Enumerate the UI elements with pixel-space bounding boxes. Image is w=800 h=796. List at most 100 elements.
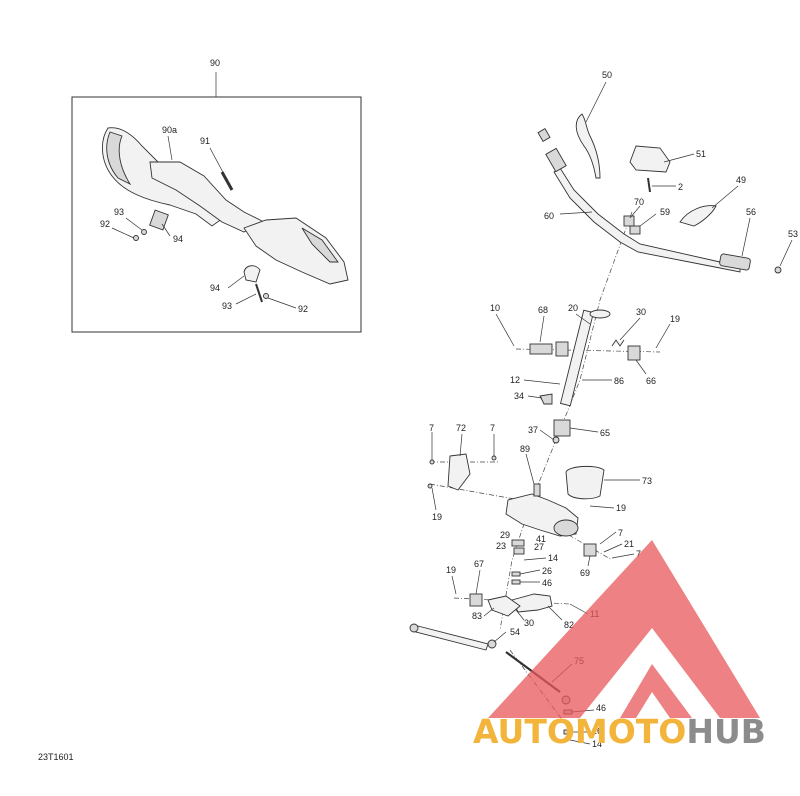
leader-34 — [527, 395, 543, 399]
seal-27 — [513, 547, 525, 555]
leader-19d — [451, 575, 457, 595]
leader-72 — [459, 433, 463, 457]
callout-53: 53 — [788, 229, 798, 239]
leader-89 — [525, 453, 535, 485]
leader-11 — [569, 603, 589, 615]
leader-56 — [741, 217, 751, 257]
callout-93b: 93 — [222, 301, 232, 311]
callout-19d: 19 — [446, 565, 456, 575]
bolt-7a — [429, 459, 435, 465]
bracket-72 — [447, 453, 471, 491]
watermark-text-left: AUTOMOTO — [473, 712, 687, 751]
callout-91: 91 — [200, 136, 210, 146]
callout-68: 68 — [538, 305, 548, 315]
leader-53 — [779, 239, 793, 267]
clamp-70 — [623, 215, 635, 227]
leader-7c — [599, 531, 617, 545]
handlebar-60 — [553, 167, 741, 273]
leader-50 — [585, 81, 607, 123]
leader-92a — [111, 227, 135, 239]
callout-30b: 30 — [524, 618, 534, 628]
bar-end-53 — [774, 266, 782, 274]
watermark-triangle-icon — [488, 540, 760, 718]
callout-30a: 30 — [636, 307, 646, 317]
bracket-34 — [539, 393, 553, 405]
leader-49 — [711, 185, 739, 209]
callout-65: 65 — [600, 428, 610, 438]
leader-14b — [569, 739, 591, 745]
callout-94b: 94 — [210, 283, 220, 293]
callout-72: 72 — [456, 423, 466, 433]
leader-68 — [539, 315, 545, 343]
leader-59 — [639, 213, 657, 227]
handguard-50 — [575, 113, 601, 179]
callout-12: 12 — [510, 375, 520, 385]
steering-column-86 — [559, 309, 595, 407]
leader-51 — [663, 153, 695, 163]
leader-7d — [611, 553, 635, 559]
callout-92b: 92 — [298, 304, 308, 314]
leader-94b — [227, 275, 245, 289]
clamp-59 — [629, 225, 641, 235]
bar-end-left — [537, 128, 551, 142]
clamp-94-right — [243, 265, 261, 283]
callout-37: 37 — [528, 425, 538, 435]
column-top-plate — [589, 309, 611, 319]
callout-46b: 46 — [596, 703, 606, 713]
callout-59: 59 — [660, 207, 670, 217]
callout-7a: 7 — [429, 423, 434, 433]
clamp-94-left — [149, 209, 169, 231]
callout-70: 70 — [634, 197, 644, 207]
callout-14b: 14 — [592, 739, 602, 749]
clamp-68b — [555, 341, 569, 357]
leader-12 — [523, 379, 561, 385]
leader-26a — [519, 569, 541, 575]
callout-69: 69 — [580, 568, 590, 578]
leader-93b — [235, 293, 257, 305]
spring-30 — [611, 339, 625, 347]
grip-left — [545, 147, 567, 173]
pin-2 — [647, 177, 651, 193]
bolt-19b — [427, 483, 433, 489]
callout-41: 41 — [536, 534, 546, 544]
cover-73 — [565, 465, 605, 500]
leader-94a — [161, 223, 171, 237]
leader-37 — [539, 429, 555, 441]
callout-90a: 90a — [162, 125, 177, 135]
leader-69 — [587, 555, 591, 567]
callout-2: 2 — [678, 182, 683, 192]
callout-26b: 26 — [592, 726, 602, 736]
callout-27: 27 — [534, 542, 544, 552]
leader-93a — [125, 217, 143, 231]
callout-20: 20 — [568, 303, 578, 313]
leader-30b — [515, 609, 525, 621]
leader-65 — [569, 427, 599, 433]
callout-66: 66 — [646, 376, 656, 386]
washer-37 — [552, 436, 560, 444]
bolt-93-right — [255, 283, 263, 303]
callout-19c: 19 — [616, 503, 626, 513]
leader-90a — [167, 135, 173, 161]
leader-83 — [483, 607, 495, 617]
callout-89: 89 — [520, 444, 530, 454]
callout-82: 82 — [564, 620, 574, 630]
callout-54: 54 — [510, 627, 520, 637]
leader-82 — [547, 605, 563, 621]
watermark-logo — [488, 540, 760, 718]
callout-86: 86 — [614, 376, 624, 386]
handguard-right-inner — [301, 227, 339, 263]
callout-7c: 7 — [618, 528, 623, 538]
callout-19a: 19 — [670, 314, 680, 324]
grip-right-56 — [719, 253, 751, 271]
callout-19b: 19 — [432, 512, 442, 522]
leader-30a — [619, 317, 641, 341]
leader-21 — [603, 543, 623, 553]
callout-26a: 26 — [542, 566, 552, 576]
callout-60: 60 — [544, 211, 554, 221]
handguard-49 — [679, 205, 717, 227]
bolt-7b — [491, 455, 497, 461]
callout-92a: 92 — [100, 219, 110, 229]
leader-19a — [655, 323, 671, 349]
leader-67 — [475, 569, 481, 595]
callout-46a: 46 — [542, 578, 552, 588]
